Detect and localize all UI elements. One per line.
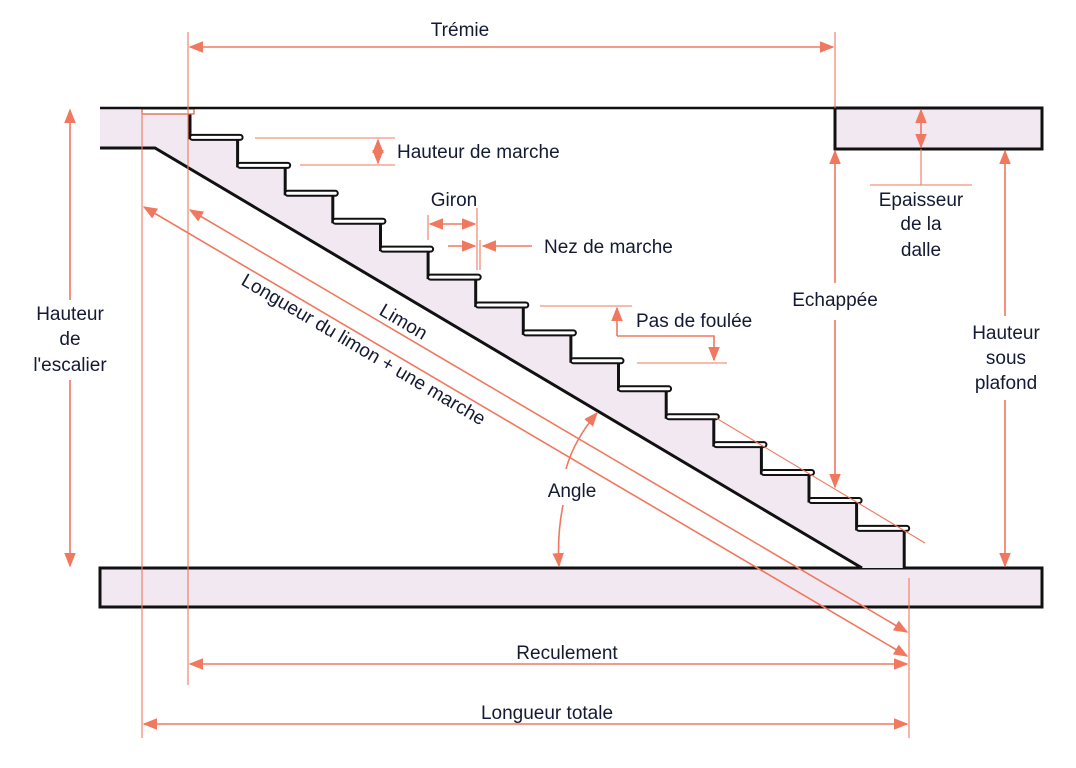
- angle-arc-top: [565, 411, 598, 470]
- top-landing-nosing: [141, 108, 195, 115]
- label-hauteur-marche: Hauteur de marche: [397, 142, 560, 163]
- label-echappee: Echappée: [792, 290, 878, 311]
- pas-foulee-arrow-down: [617, 335, 720, 362]
- label-nez-marche: Nez de marche: [544, 237, 673, 258]
- label-reculement: Reculement: [516, 643, 618, 664]
- stair-tread: [331, 217, 387, 225]
- label-hsp-1: Hauteur: [972, 323, 1040, 344]
- longueur-limon-dimension: [142, 206, 909, 657]
- floor-slab: [98, 566, 1044, 609]
- stair-tread: [522, 329, 577, 337]
- stair-body: [100, 110, 905, 568]
- angle-arc-bottom: [552, 504, 564, 568]
- stair-tread: [665, 413, 720, 421]
- stair-tread: [569, 357, 625, 365]
- label-longueur-totale: Longueur totale: [481, 703, 613, 724]
- label-he-1: Hauteur: [36, 304, 104, 325]
- pitch-line: [715, 417, 926, 544]
- upper-slab-right: [833, 106, 1044, 151]
- stair-tread: [474, 301, 530, 309]
- label-epaisseur-3: dalle: [901, 240, 941, 261]
- stair-tread: [189, 133, 244, 141]
- stair-tread: [236, 161, 292, 169]
- label-hsp-3: plafond: [975, 373, 1037, 394]
- label-tremie: Trémie: [431, 20, 489, 41]
- label-angle: Angle: [548, 481, 597, 502]
- stair-tread: [379, 245, 435, 253]
- limon-underside: [100, 146, 863, 570]
- stair-tread: [284, 189, 339, 197]
- label-pas-foulee: Pas de foulée: [636, 311, 752, 332]
- label-hsp-2: sous: [986, 348, 1026, 369]
- staircase: [100, 108, 911, 570]
- label-he-2: de: [59, 329, 80, 350]
- dimension-lines: [64, 32, 1011, 738]
- stair-tread: [427, 273, 482, 281]
- stair-tread: [617, 385, 673, 393]
- label-epaisseur-1: Epaisseur: [879, 190, 964, 211]
- label-he-3: l'escalier: [33, 355, 107, 376]
- label-epaisseur-2: de la: [900, 214, 942, 235]
- label-giron: Giron: [431, 190, 477, 211]
